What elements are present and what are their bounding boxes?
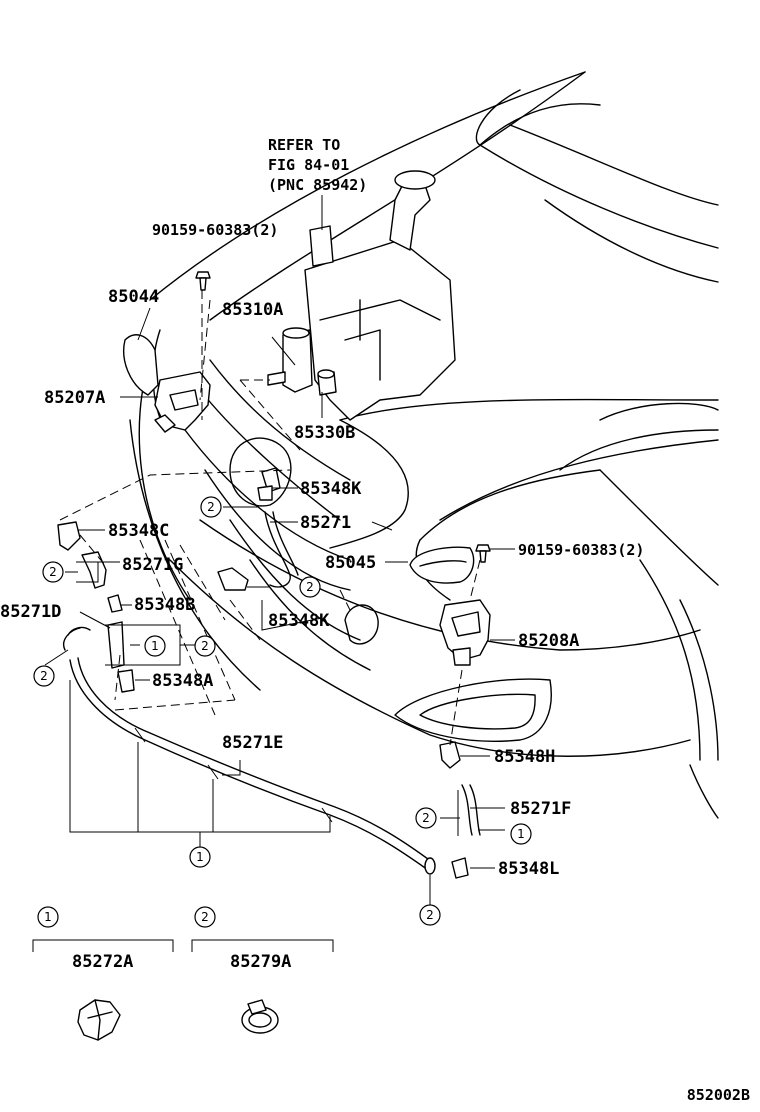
callout-2: 2 bbox=[415, 807, 437, 829]
bolt-right bbox=[475, 544, 491, 563]
hose-85271E bbox=[69, 657, 436, 875]
connector-85348K-lower bbox=[217, 567, 249, 591]
svg-text:2: 2 bbox=[40, 669, 48, 683]
label-85348A: 85348A bbox=[152, 671, 213, 691]
label-85310A: 85310A bbox=[222, 300, 283, 320]
label-85330B: 85330B bbox=[294, 423, 355, 443]
connector-85348A bbox=[107, 621, 135, 693]
label-85348K-upper: 85348K bbox=[300, 479, 362, 499]
label-85271G: 85271G bbox=[122, 555, 183, 575]
legend-item-2-number: 2 bbox=[201, 910, 209, 924]
leader-lines bbox=[44, 195, 515, 905]
label-85271F: 85271F bbox=[510, 799, 571, 819]
hose-85271D bbox=[63, 626, 91, 651]
right-nozzle-cover bbox=[409, 546, 475, 584]
callout-2: 2 bbox=[200, 496, 222, 518]
vehicle-body-outline bbox=[129, 71, 719, 819]
legend-item-1-part: 85272A bbox=[72, 952, 133, 972]
label-85044: 85044 bbox=[108, 287, 159, 307]
callout-1: 1 bbox=[144, 635, 166, 657]
figure-id: 852002B bbox=[687, 1086, 750, 1104]
right-nozzle-assembly bbox=[439, 599, 491, 666]
refer-note-line3: (PNC 85942) bbox=[268, 176, 367, 194]
svg-text:2: 2 bbox=[49, 565, 57, 579]
callout-1: 1 bbox=[189, 846, 211, 868]
connector-85348L bbox=[451, 857, 469, 879]
legend-item-1-number: 1 bbox=[44, 910, 52, 924]
svg-text:2: 2 bbox=[201, 639, 209, 653]
callout-2: 2 bbox=[194, 635, 216, 657]
callout-2: 2 bbox=[33, 665, 55, 687]
callouts: 2 2 2 1 2 2 2 1 1 2 bbox=[33, 496, 532, 926]
label-85045: 85045 bbox=[325, 553, 376, 573]
svg-text:2: 2 bbox=[422, 811, 430, 825]
legend-item-2-part: 85279A bbox=[230, 952, 291, 972]
refer-note: REFER TO FIG 84-01 (PNC 85942) bbox=[268, 136, 367, 194]
label-85348K-lower: 85348K bbox=[268, 611, 330, 631]
callout-2: 2 bbox=[299, 576, 321, 598]
washer-tank bbox=[304, 170, 456, 421]
svg-text:2: 2 bbox=[306, 580, 314, 594]
label-85207A: 85207A bbox=[44, 388, 105, 408]
svg-text:2: 2 bbox=[426, 908, 434, 922]
label-85271D: 85271D bbox=[0, 602, 61, 622]
svg-text:2: 2 bbox=[207, 500, 215, 514]
callout-1: 1 bbox=[510, 823, 532, 845]
svg-text:1: 1 bbox=[517, 827, 525, 841]
callout-2: 2 bbox=[419, 904, 441, 926]
clamp-85272A-illustration bbox=[77, 999, 121, 1041]
label-85271E: 85271E bbox=[222, 733, 283, 753]
hose-85271F bbox=[461, 784, 481, 836]
legend-item-2: 2 85279A bbox=[191, 906, 334, 1034]
label-85271: 85271 bbox=[300, 513, 351, 533]
hose-clip-85279A-illustration bbox=[241, 999, 279, 1034]
washer-pump bbox=[267, 327, 313, 393]
refer-note-line2: FIG 84-01 bbox=[268, 156, 349, 174]
label-85348C: 85348C bbox=[108, 521, 169, 541]
refer-note-line1: REFER TO bbox=[268, 136, 340, 154]
label-bolt-top: 90159-60383(2) bbox=[152, 221, 278, 239]
label-85348B: 85348B bbox=[134, 595, 195, 615]
connector-85348B bbox=[107, 594, 123, 613]
part-labels: 90159-60383(2) 85044 85310A 85207A 85330… bbox=[0, 221, 644, 879]
dashed-leader-lines bbox=[59, 290, 481, 746]
left-nozzle-assembly bbox=[154, 371, 211, 433]
label-85348L: 85348L bbox=[498, 859, 559, 879]
legend-item-1: 1 85272A bbox=[32, 906, 174, 1041]
label-bolt-right: 90159-60383(2) bbox=[518, 541, 644, 559]
label-85348H: 85348H bbox=[494, 747, 555, 767]
connector-85348H bbox=[439, 741, 461, 769]
hose-85271 bbox=[264, 419, 409, 588]
bolt-top bbox=[195, 271, 211, 291]
left-nozzle-cover bbox=[123, 334, 159, 396]
connector-85348K-upper bbox=[257, 467, 281, 501]
label-85208A: 85208A bbox=[518, 631, 579, 651]
connector-85348C bbox=[57, 521, 81, 551]
svg-text:1: 1 bbox=[196, 850, 204, 864]
hose-85271G bbox=[81, 551, 107, 589]
svg-text:1: 1 bbox=[151, 639, 159, 653]
pump-grommet bbox=[317, 369, 337, 396]
callout-2: 2 bbox=[42, 561, 64, 583]
